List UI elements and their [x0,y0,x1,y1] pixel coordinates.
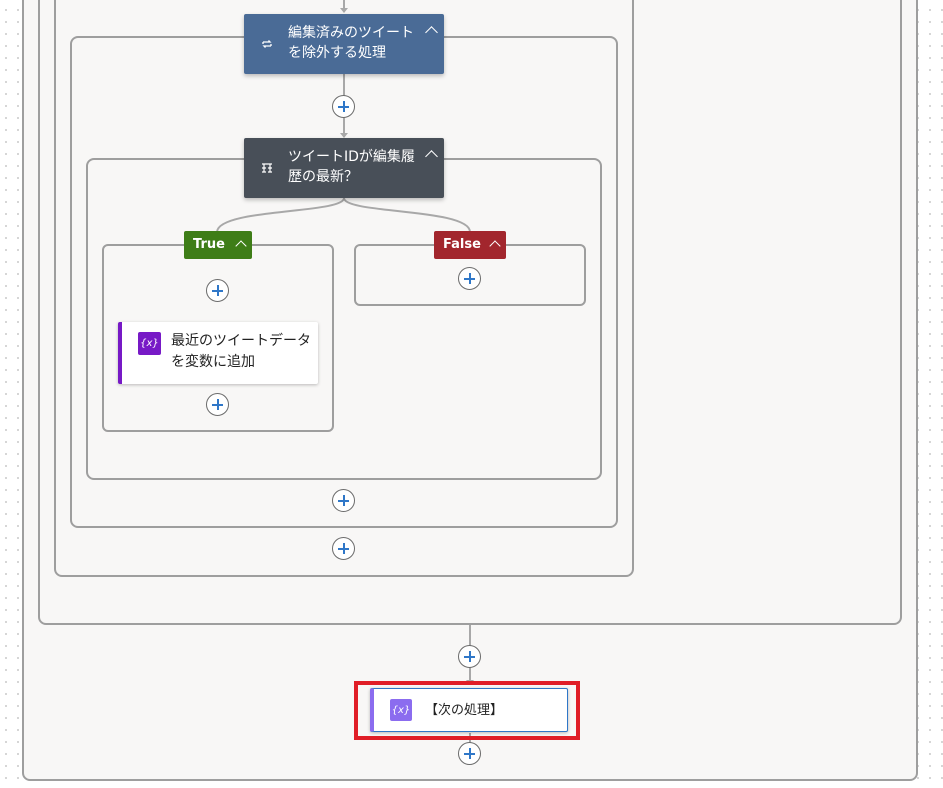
loop-icon [260,37,274,51]
connector-line [343,0,345,10]
condition-icon [260,161,274,175]
condition-action-title: ツイートIDが編集履歴の最新？ [288,149,415,185]
variable-icon: {x} [390,699,412,721]
add-step-button[interactable] [332,489,355,512]
add-step-button[interactable] [332,95,355,118]
scope-action-title: 編集済みのツイートを除外する処理 [288,25,414,61]
collapse-chevron-icon[interactable] [489,240,501,252]
add-step-button[interactable] [458,267,481,290]
add-step-button[interactable] [206,279,229,302]
false-branch-header[interactable]: False [434,231,506,259]
add-step-button[interactable] [458,742,481,765]
add-step-button[interactable] [332,537,355,560]
condition-action-card[interactable]: ツイートIDが編集履歴の最新？ [244,138,444,198]
scope-action-card[interactable]: 編集済みのツイートを除外する処理 [244,14,444,74]
next-action-card[interactable]: {x} 【次の処理】 [370,688,568,732]
append-action-title: 最近のツイートデータを変数に追加 [171,333,311,370]
true-branch-label: True [193,237,225,252]
add-step-button[interactable] [458,645,481,668]
connector-arrow [340,8,348,13]
append-to-variable-card[interactable]: {x} 最近のツイートデータを変数に追加 [118,322,318,384]
variable-icon: {x} [138,332,161,355]
next-action-title: 【次の処理】 [425,703,504,718]
connector-arrow [340,133,348,138]
false-branch-label: False [443,237,481,252]
true-branch-header[interactable]: True [184,231,252,259]
collapse-chevron-icon[interactable] [235,240,247,252]
collapse-chevron-icon[interactable] [425,26,438,39]
highlight-box [354,681,580,740]
collapse-chevron-icon[interactable] [425,150,438,163]
add-step-button[interactable] [206,393,229,416]
